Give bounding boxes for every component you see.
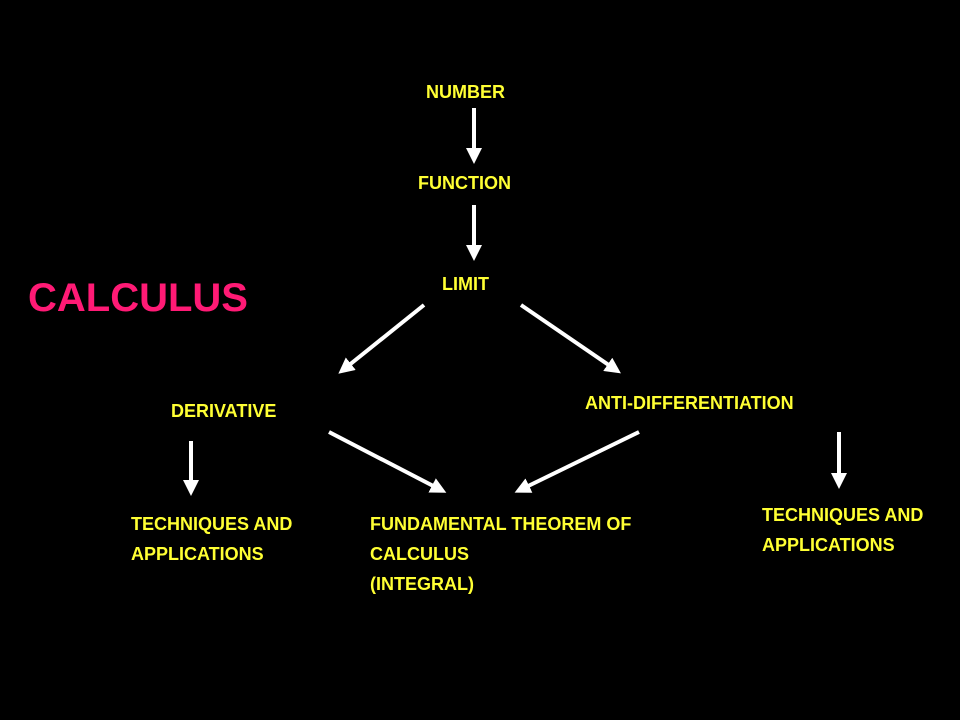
techniques-left-line-2: APPLICATIONS (131, 544, 264, 564)
node-number: NUMBER (426, 82, 505, 102)
arrow-limit-to-anti-differentiation (519, 303, 621, 374)
fundamental-theorem-line-1: FUNDAMENTAL THEOREM OF (370, 514, 632, 534)
node-techniques-left: TECHNIQUES AND APPLICATIONS (131, 509, 292, 569)
techniques-right-line-1: TECHNIQUES AND (762, 505, 924, 525)
techniques-left-line-1: TECHNIQUES AND (131, 514, 293, 534)
node-derivative: DERIVATIVE (171, 401, 277, 421)
arrow-anti-differentiation-to-fundamental-theorem (514, 430, 640, 493)
arrow-limit-to-derivative (338, 303, 426, 374)
arrow-derivative-to-fundamental-theorem (328, 430, 447, 493)
fundamental-theorem-line-2: CALCULUS (370, 544, 469, 564)
diagram-title: CALCULUS (28, 276, 248, 320)
node-fundamental-theorem: FUNDAMENTAL THEOREM OF CALCULUS (INTEGRA… (370, 509, 631, 599)
node-anti-differentiation: ANTI-DIFFERENTIATION (585, 393, 794, 413)
techniques-right-line-2: APPLICATIONS (762, 535, 895, 555)
node-techniques-right: TECHNIQUES AND APPLICATIONS (762, 500, 923, 560)
node-limit: LIMIT (442, 274, 489, 294)
fundamental-theorem-line-3: (INTEGRAL) (370, 574, 474, 594)
node-function: FUNCTION (418, 173, 511, 193)
